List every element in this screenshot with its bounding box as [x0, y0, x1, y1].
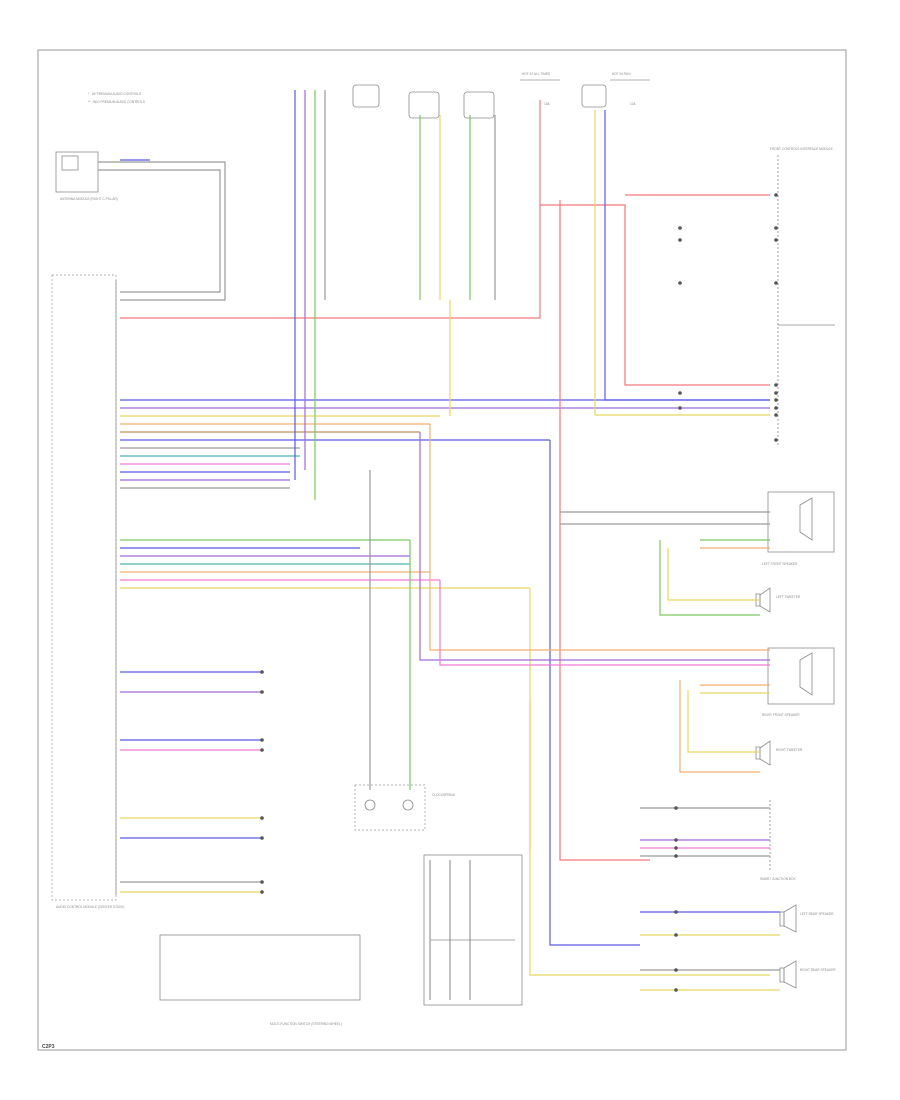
wire-sw-2-pin	[260, 690, 264, 694]
right-pin-5	[774, 391, 778, 395]
rf-speaker-label: RIGHT FRONT SPEAKER	[762, 713, 800, 717]
right-pin-8	[774, 413, 778, 417]
mid-pin-4	[678, 406, 682, 410]
right-rear-speaker: RIGHT REAR SPEAKER	[779, 960, 836, 989]
right-pin-3	[774, 281, 778, 285]
hot-at-all-times-label: HOT AT ALL TIMES	[522, 72, 550, 76]
clockspring-label: CLOCKSPRING	[432, 793, 456, 797]
wire-front-right-3	[439, 580, 770, 666]
wire-lf-tweeter-a	[659, 540, 760, 616]
wire-v-15	[559, 200, 650, 861]
sjb-label: SMART JUNCTION BOX	[760, 877, 797, 881]
rear-pin-1	[674, 933, 678, 937]
audio-control-module: AUDIO CONTROL MODULE (CENTER STACK)	[51, 274, 124, 909]
sjb-pin-2	[674, 846, 678, 850]
wire-front-right-2	[419, 432, 770, 661]
lf-tweeter-label: LEFT TWEETER	[776, 595, 801, 599]
right-pin-7	[774, 406, 778, 410]
wire-lf-tweeter-b	[667, 548, 760, 601]
wire-sw-8-pin	[260, 890, 264, 894]
wire-v-14	[549, 440, 640, 946]
wire-rf-tweeter-b	[687, 690, 760, 753]
wire-v-13	[529, 588, 770, 976]
sjb-pin-0	[674, 806, 678, 810]
rear-pin-3	[674, 988, 678, 992]
wire-sw-7-pin	[260, 880, 264, 884]
wire-front-right-1	[429, 424, 770, 651]
left-rear-speaker: LEFT REAR SPEAKER	[779, 904, 834, 933]
lf-speaker-label: LEFT FRONT SPEAKER	[762, 562, 798, 566]
wire-sw-3-pin	[260, 738, 264, 742]
fuse-10a-label: 10A	[630, 102, 637, 106]
wire-v-11	[604, 110, 770, 401]
mid-pin-2	[678, 281, 682, 285]
clockspring: CLOCKSPRING	[354, 784, 456, 831]
front-controls-label: FRONT CONTROLS INTERFACE MODULE	[770, 147, 833, 151]
wire-rf-tweeter-a	[679, 680, 760, 773]
audio-control-module-label: AUDIO CONTROL MODULE (CENTER STACK)	[56, 905, 124, 909]
right-pin-2	[774, 238, 778, 242]
antenna-module: ANTENNA MODULE (RIGHT C-PILLAR)	[55, 151, 118, 201]
wire-sw-4-pin	[260, 748, 264, 752]
left-front-speaker: LEFT FRONT SPEAKER	[762, 491, 835, 566]
legend-line-2: ** : W/O PREMIUM AUDIO CONTROLS	[88, 100, 145, 104]
right-pin-4	[774, 383, 778, 387]
wire-antenna-1	[98, 161, 226, 301]
mid-pin-1	[678, 238, 682, 242]
wire-sw-6-pin	[260, 836, 264, 840]
right-pin-1	[774, 226, 778, 230]
diagram-frame	[37, 49, 847, 1051]
left-tweeter: LEFT TWEETER	[755, 587, 801, 613]
steering-switch-label: MULTI-FUNCTION SWITCH (STEERING WHEEL)	[270, 1022, 342, 1026]
wire-sw-1-pin	[260, 670, 264, 674]
hot-in-run-label: HOT IN RUN	[612, 72, 631, 76]
mid-pin-3	[678, 391, 682, 395]
right-pin-6	[774, 398, 778, 402]
front-controls-module: FRONT CONTROLS INTERFACE MODULE	[770, 147, 835, 445]
legend-line-1: * : W/ PREMIUM AUDIO CONTROLS	[88, 92, 141, 96]
sjb-pin-3	[674, 854, 678, 858]
right-tweeter: RIGHT TWEETER	[755, 740, 803, 766]
sjb-pin-1	[674, 838, 678, 842]
antenna-module-label: ANTENNA MODULE (RIGHT C-PILLAR)	[60, 197, 118, 201]
page-number: C2P3	[42, 1044, 55, 1050]
wire-battery-feed	[120, 100, 541, 319]
wire-v-10	[594, 110, 770, 416]
rear-pin-2	[674, 968, 678, 972]
right-pin-0	[774, 193, 778, 197]
wire-layer	[98, 90, 780, 1000]
pin-layer	[260, 193, 778, 992]
top-connectors: HOT AT ALL TIMES HOT IN RUN 15A 10A	[352, 72, 650, 119]
wire-sw-5-pin	[260, 816, 264, 820]
smart-junction-box: SMART JUNCTION BOX	[760, 800, 797, 881]
multi-function-switch: MULTI-FUNCTION SWITCH (STEERING WHEEL)	[159, 854, 523, 1026]
right-front-speaker: RIGHT FRONT SPEAKER	[762, 647, 835, 717]
wire-ignition-feed	[540, 204, 770, 386]
rr-speaker-label: RIGHT REAR SPEAKER	[800, 968, 836, 972]
wire-antenna-2	[98, 169, 221, 293]
fuse-15a-label: 15A	[544, 102, 551, 106]
right-pin-9	[774, 438, 778, 442]
mid-pin-0	[678, 226, 682, 230]
rf-tweeter-label: RIGHT TWEETER	[776, 748, 803, 752]
rear-pin-0	[674, 910, 678, 914]
lr-speaker-label: LEFT REAR SPEAKER	[800, 912, 834, 916]
